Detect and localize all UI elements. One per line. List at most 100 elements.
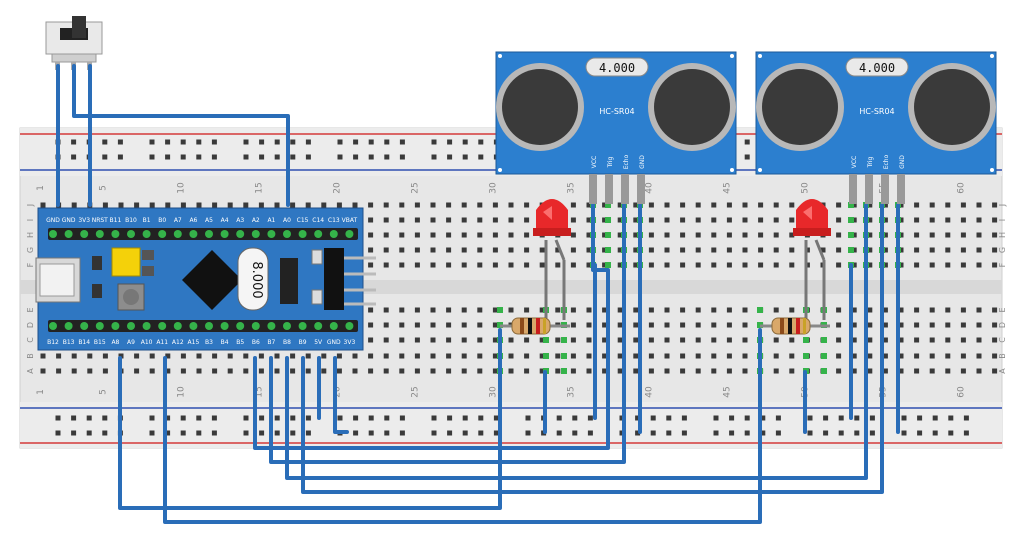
- mcu-pin-label: B7: [267, 339, 275, 346]
- breadboard-hole: [258, 368, 264, 374]
- rail-hole: [86, 415, 92, 421]
- breadboard-hole: [321, 368, 327, 374]
- breadboard-hole: [368, 232, 374, 238]
- breadboard-hole: [851, 368, 857, 374]
- mcu-pin: [64, 230, 73, 238]
- rail-hole: [838, 430, 844, 436]
- breadboard-hole: [602, 202, 608, 208]
- mcu-pin: [173, 230, 182, 238]
- breadboard-hole: [617, 353, 623, 359]
- breadboard-hole: [851, 202, 857, 208]
- rail-hole: [399, 430, 405, 436]
- breadboard-hole: [633, 368, 639, 374]
- breadboard-hole: [446, 353, 452, 359]
- rail-hole: [165, 154, 171, 160]
- breadboard-hole: [539, 262, 545, 268]
- rail-hole: [399, 139, 405, 145]
- breadboard-hole: [836, 368, 842, 374]
- sensor-pin: [621, 174, 629, 204]
- rail-hole: [353, 139, 359, 145]
- rail-hole: [211, 415, 217, 421]
- rail-hole: [165, 430, 171, 436]
- breadboard-hole: [492, 322, 498, 328]
- rail-hole: [305, 154, 311, 160]
- breadboard-hole: [243, 353, 249, 359]
- breadboard-hole: [929, 247, 935, 253]
- breadboard-hole: [711, 337, 717, 343]
- breadboard-hole: [773, 247, 779, 253]
- breadboard-hole: [976, 202, 982, 208]
- breadboard-hole: [914, 368, 920, 374]
- breadboard-hole: [992, 262, 998, 268]
- sensor-pin-label: Echo: [623, 154, 630, 169]
- breadboard-hole: [508, 202, 514, 208]
- breadboard-hole: [149, 368, 155, 374]
- breadboard-hole: [492, 232, 498, 238]
- breadboard-hole: [149, 353, 155, 359]
- breadboard-hole: [368, 337, 374, 343]
- breadboard-hole: [836, 232, 842, 238]
- rail-hole: [447, 154, 453, 160]
- breadboard-hole: [586, 202, 592, 208]
- breadboard-hole: [742, 353, 748, 359]
- sensor-pin: [637, 174, 645, 204]
- mcu-pin-label: A0: [283, 217, 291, 224]
- connected-hole: [605, 232, 611, 238]
- breadboard-hole: [461, 322, 467, 328]
- rail-hole: [399, 415, 405, 421]
- rail-hole: [180, 139, 186, 145]
- breadboard-hole: [461, 217, 467, 223]
- rail-hole: [196, 415, 202, 421]
- breadboard-hole: [446, 368, 452, 374]
- breadboard-hole: [524, 202, 530, 208]
- breadboard-hole: [914, 202, 920, 208]
- breadboard-hole: [929, 262, 935, 268]
- rail-hole: [650, 415, 656, 421]
- slide-switch: [45, 16, 103, 70]
- mcu-pin: [173, 322, 182, 330]
- breadboard-hole: [742, 232, 748, 238]
- mcu-pin-label: A6: [189, 217, 197, 224]
- breadboard-hole: [914, 353, 920, 359]
- row-letter: E: [26, 307, 35, 312]
- rail-hole: [901, 415, 907, 421]
- breadboard-hole: [40, 202, 46, 208]
- breadboard-hole: [336, 202, 342, 208]
- breadboard-hole: [789, 217, 795, 223]
- breadboard-hole: [227, 368, 233, 374]
- breadboard-hole: [836, 307, 842, 313]
- breadboard-hole: [992, 322, 998, 328]
- rail-hole: [760, 415, 766, 421]
- rail-hole: [102, 139, 108, 145]
- sensor-pin: [881, 174, 889, 204]
- breadboard-hole: [492, 217, 498, 223]
- breadboard-hole: [40, 368, 46, 374]
- breadboard-hole: [960, 262, 966, 268]
- rail-hole: [337, 154, 343, 160]
- breadboard-hole: [258, 202, 264, 208]
- row-letter: J: [998, 204, 1007, 207]
- breadboard-hole: [461, 232, 467, 238]
- connected-hole: [605, 247, 611, 253]
- rail-hole: [149, 430, 155, 436]
- breadboard-hole: [758, 217, 764, 223]
- rail-hole: [556, 415, 562, 421]
- rail-hole: [243, 139, 249, 145]
- breadboard-hole: [102, 202, 108, 208]
- breadboard-hole: [383, 337, 389, 343]
- breadboard-hole: [711, 322, 717, 328]
- breadboard-hole: [867, 262, 873, 268]
- breadboard-hole: [945, 353, 951, 359]
- mcu-pin-label: A8: [111, 339, 119, 346]
- mcu-pin-label: B15: [94, 339, 106, 346]
- breadboard-hole: [617, 202, 623, 208]
- rail-hole: [274, 139, 280, 145]
- breadboard-hole: [726, 368, 732, 374]
- breadboard-hole: [648, 353, 654, 359]
- rail-hole: [305, 430, 311, 436]
- rail-hole: [165, 139, 171, 145]
- breadboard-hole: [399, 262, 405, 268]
- breadboard-hole: [414, 262, 420, 268]
